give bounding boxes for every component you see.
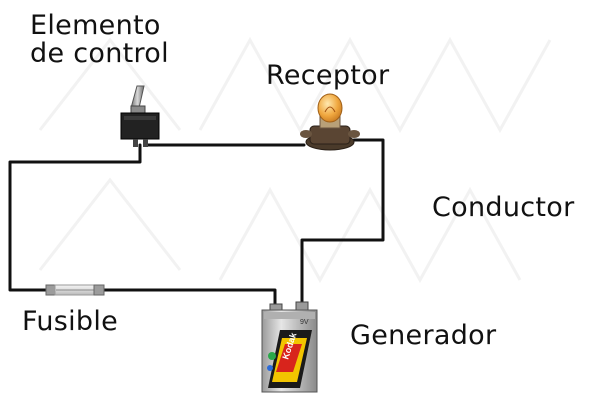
battery-voltage: 9V [300,319,309,326]
label-elemento-de-control: Elemento de control [30,10,169,70]
watermark [38,36,552,284]
light-bulb-icon [300,93,360,151]
wire-fuse-to-generator [100,288,277,310]
label-control-line1: Elemento [30,10,161,41]
wire-receptor-to-generator [300,138,385,307]
label-generador: Generador [350,320,497,351]
battery-icon: Kodak 9V [261,301,318,393]
label-receptor: Receptor [266,60,390,91]
label-fusible: Fusible [22,306,119,337]
fuse-icon [45,284,105,296]
label-conductor: Conductor [432,192,575,223]
wire-switch-to-fuse [8,143,142,292]
label-control-line2: de control [30,38,169,70]
toggle-switch-icon [120,85,160,147]
conductor-wires [8,138,385,310]
